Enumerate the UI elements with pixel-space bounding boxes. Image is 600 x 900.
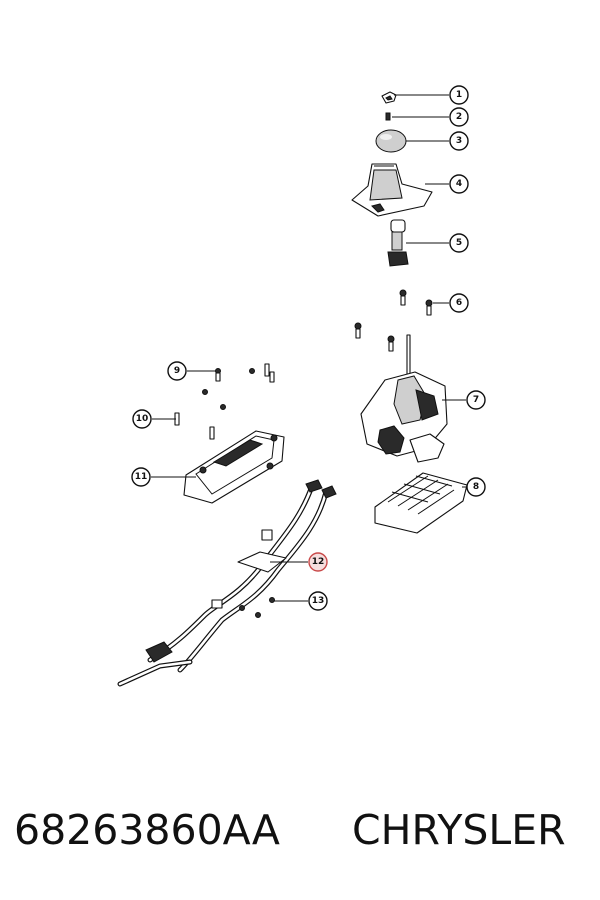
part-shifter-assembly — [360, 334, 448, 463]
svg-text:8: 8 — [473, 482, 479, 492]
callout-6: 6 — [449, 293, 469, 313]
callout-9: 9 — [167, 361, 187, 381]
leader-lines — [151, 94, 466, 602]
callout-5: 5 — [449, 233, 469, 253]
brand-name: CHRYSLER — [352, 806, 566, 854]
callout-4: 4 — [449, 174, 469, 194]
svg-text:7: 7 — [473, 395, 479, 405]
callout-10: 10 — [132, 409, 152, 429]
part-clip — [381, 91, 397, 104]
part-fasteners-left — [174, 363, 275, 440]
part-lever-grip — [387, 219, 409, 267]
part-nuts — [239, 597, 275, 618]
part-number: 68263860AA — [14, 806, 280, 854]
callout-8: 8 — [466, 477, 486, 497]
svg-text:3: 3 — [456, 136, 462, 146]
callout-1: 1 — [449, 85, 469, 105]
callout-3: 3 — [449, 131, 469, 151]
svg-text:6: 6 — [456, 298, 462, 308]
svg-text:13: 13 — [312, 596, 325, 606]
part-screw-small — [385, 112, 391, 121]
svg-text:1: 1 — [456, 90, 462, 100]
callout-13: 13 — [308, 591, 328, 611]
callout-2: 2 — [449, 107, 469, 127]
callout-11: 11 — [131, 467, 151, 487]
callout-12-highlighted: 12 — [308, 552, 328, 572]
part-shift-knob — [375, 129, 407, 153]
part-base-plate — [374, 472, 468, 534]
part-bolts-upper — [354, 289, 433, 352]
svg-text:12: 12 — [312, 557, 325, 567]
footer: 68263860AA CHRYSLER — [0, 795, 600, 865]
exploded-parts-diagram: 1 2 3 4 5 6 7 8 9 10 11 12 13 — [117, 85, 486, 687]
part-shift-boot — [351, 163, 433, 217]
svg-text:5: 5 — [456, 238, 462, 248]
svg-text:9: 9 — [174, 366, 180, 376]
part-seal-plate — [183, 430, 285, 504]
svg-text:11: 11 — [135, 472, 148, 482]
svg-text:2: 2 — [456, 112, 462, 122]
callout-7: 7 — [466, 390, 486, 410]
svg-text:4: 4 — [456, 179, 462, 189]
svg-text:10: 10 — [136, 414, 149, 424]
part-shift-cable — [117, 479, 337, 687]
